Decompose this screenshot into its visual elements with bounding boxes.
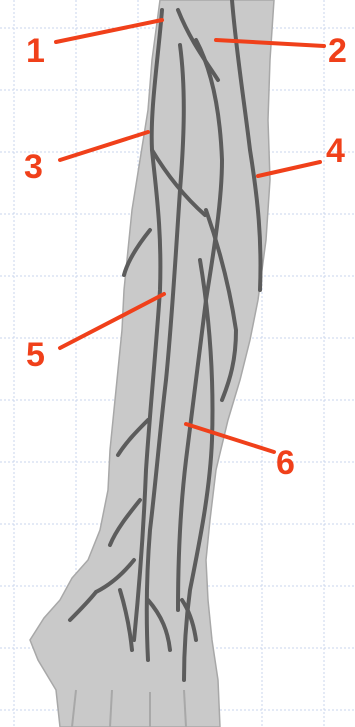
label-6: 6 — [276, 444, 295, 482]
label-2: 2 — [328, 32, 347, 70]
label-1: 1 — [26, 32, 45, 70]
label-4: 4 — [326, 132, 345, 170]
label-3: 3 — [24, 148, 43, 186]
label-5: 5 — [26, 336, 45, 374]
pointer-line-1 — [56, 20, 162, 42]
pointer-line-3 — [60, 132, 148, 160]
